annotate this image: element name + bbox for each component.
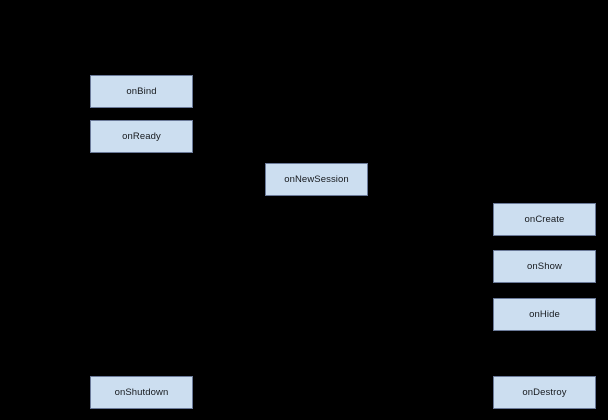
node-label: onShutdown xyxy=(114,386,169,398)
node-label: onReady xyxy=(122,130,161,142)
node-label: onDestroy xyxy=(522,386,567,398)
node-onNewSession[interactable]: onNewSession xyxy=(265,163,368,196)
node-onDestroy[interactable]: onDestroy xyxy=(493,376,596,409)
node-label: onNewSession xyxy=(284,173,349,185)
node-onBind[interactable]: onBind xyxy=(90,75,193,108)
node-label: onBind xyxy=(126,85,157,97)
node-onShutdown[interactable]: onShutdown xyxy=(90,376,193,409)
node-label: onHide xyxy=(529,308,560,320)
node-label: onShow xyxy=(527,260,562,272)
node-onReady[interactable]: onReady xyxy=(90,120,193,153)
node-onHide[interactable]: onHide xyxy=(493,298,596,331)
node-onShow[interactable]: onShow xyxy=(493,250,596,283)
node-onCreate[interactable]: onCreate xyxy=(493,203,596,236)
node-label: onCreate xyxy=(524,213,565,225)
